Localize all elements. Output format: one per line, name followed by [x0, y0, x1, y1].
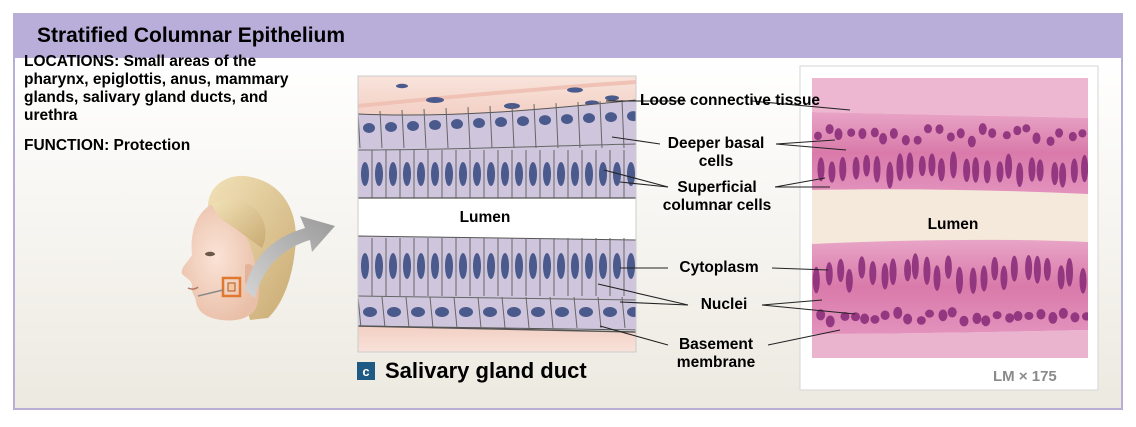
function-text: FUNCTION: Protection: [24, 137, 191, 154]
micrograph: [799, 65, 1099, 391]
epithelium-drawing: [358, 76, 636, 352]
caption-text: Salivary gland duct: [385, 358, 587, 383]
pointer-arrow-icon: [245, 216, 335, 298]
label-nuclei: Nuclei: [700, 296, 748, 313]
label-lumen-micrograph: Lumen: [927, 216, 979, 233]
magnification-label: LM × 175: [993, 368, 1057, 385]
figure-caption: c Salivary gland duct: [357, 358, 587, 384]
label-superficial-columnar-cells: Superficial columnar cells: [662, 179, 772, 214]
title-bar: Stratified Columnar Epithelium: [15, 15, 1121, 58]
label-lumen-drawing: Lumen: [459, 209, 511, 226]
caption-badge: c: [357, 362, 375, 380]
label-deeper-basal-cells: Deeper basal cells: [667, 135, 765, 170]
leader-lines: [597, 100, 856, 346]
locations-text: LOCATIONS: Small areas of the pharynx, e…: [24, 53, 289, 124]
head-illustration: [181, 175, 335, 321]
label-loose-connective-tissue: Loose connective tissue: [640, 92, 821, 109]
label-cytoplasm: Cytoplasm: [679, 259, 759, 276]
label-basement-membrane: Basement membrane: [676, 336, 756, 371]
info-text: LOCATIONS: Small areas of the pharynx, e…: [24, 53, 304, 167]
figure-title: Stratified Columnar Epithelium: [37, 24, 346, 47]
